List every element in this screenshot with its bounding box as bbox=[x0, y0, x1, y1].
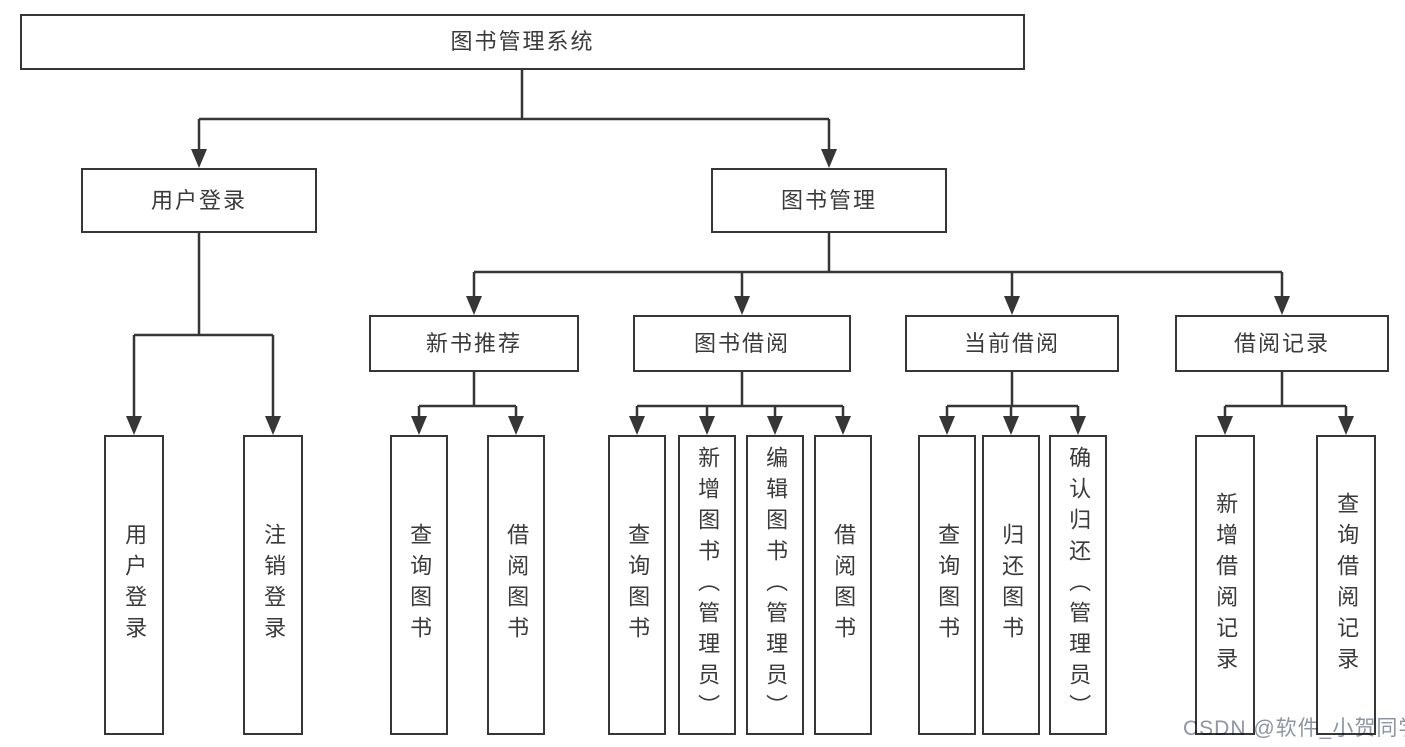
leaf-logout-login: 注销登录 bbox=[243, 435, 303, 735]
node-book-management-system: 图书管理系统 bbox=[20, 14, 1025, 70]
leaf-query-borrow-record-label: 查询借阅记录 bbox=[1334, 492, 1360, 678]
node-current-borrowing: 当前借阅 bbox=[905, 315, 1119, 372]
node-book-borrowing: 图书借阅 bbox=[633, 315, 851, 372]
leaf-edit-books-admin: 编辑图书（管理员） bbox=[746, 435, 804, 735]
leaf-add-borrow-record: 新增借阅记录 bbox=[1195, 435, 1255, 735]
leaf-query-books-current-label: 查询图书 bbox=[935, 523, 961, 647]
leaf-query-books-current: 查询图书 bbox=[918, 435, 976, 735]
leaf-query-borrow-record: 查询借阅记录 bbox=[1316, 435, 1376, 735]
leaf-edit-books-admin-label: 编辑图书（管理员） bbox=[763, 445, 789, 725]
leaf-confirm-return-admin: 确认归还（管理员） bbox=[1049, 435, 1107, 735]
leaf-borrow-books-recommend: 借阅图书 bbox=[487, 435, 545, 735]
watermark: CSDN @软件_小贺同学 bbox=[1183, 717, 1405, 740]
leaf-user-login-label: 用户登录 bbox=[122, 523, 148, 647]
leaf-query-books-borrowing: 查询图书 bbox=[608, 435, 666, 735]
leaf-query-books-borrowing-label: 查询图书 bbox=[625, 523, 651, 647]
leaf-query-books-recommend: 查询图书 bbox=[390, 435, 448, 735]
leaf-add-books-admin: 新增图书（管理员） bbox=[678, 435, 736, 735]
node-book-management: 图书管理 bbox=[711, 168, 947, 233]
node-user-login: 用户登录 bbox=[81, 168, 317, 233]
node-borrowing-records: 借阅记录 bbox=[1175, 315, 1389, 372]
leaf-borrow-books-recommend-label: 借阅图书 bbox=[504, 523, 530, 647]
leaf-return-books: 归还图书 bbox=[982, 435, 1040, 735]
arrowheads bbox=[126, 149, 1354, 435]
leaf-user-login: 用户登录 bbox=[104, 435, 164, 735]
leaf-confirm-return-admin-label: 确认归还（管理员） bbox=[1066, 445, 1092, 725]
leaf-add-books-admin-label: 新增图书（管理员） bbox=[695, 445, 721, 725]
leaf-logout-login-label: 注销登录 bbox=[261, 523, 287, 647]
leaf-add-borrow-record-label: 新增借阅记录 bbox=[1213, 492, 1239, 678]
node-new-book-recommendation: 新书推荐 bbox=[369, 315, 579, 372]
leaf-borrow-books-borrowing-label: 借阅图书 bbox=[831, 523, 857, 647]
leaf-return-books-label: 归还图书 bbox=[999, 523, 1025, 647]
leaf-query-books-recommend-label: 查询图书 bbox=[407, 523, 433, 647]
leaf-borrow-books-borrowing: 借阅图书 bbox=[814, 435, 872, 735]
